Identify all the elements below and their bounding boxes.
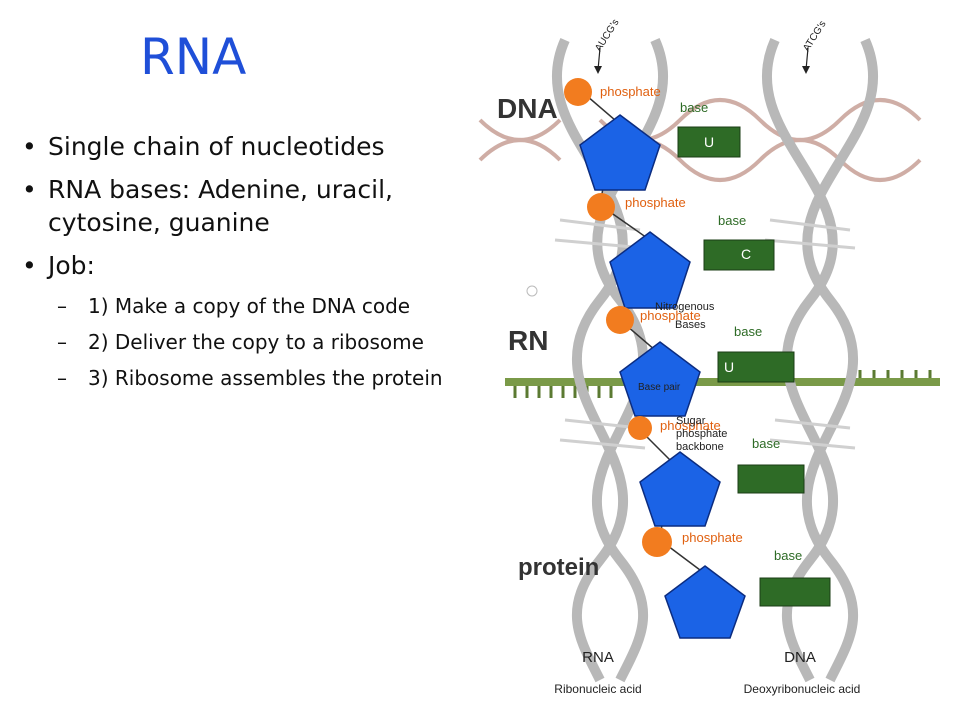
phosphate-icon xyxy=(606,306,634,334)
nucleotide: phosphate base xyxy=(642,527,831,639)
base-label: base xyxy=(734,324,762,339)
sub-bullet-text: 1) Make a copy of the DNA code xyxy=(88,294,411,318)
phosphate-label: phosphate xyxy=(660,418,721,433)
phosphate-icon xyxy=(628,416,652,440)
phosphate-icon xyxy=(564,78,592,106)
bullet-text: RNA bases: Adenine, uracil, cytosine, gu… xyxy=(48,175,393,237)
sub-bullet-text: 3) Ribosome assembles the protein xyxy=(88,366,443,390)
base-letter: U xyxy=(724,359,734,375)
dash-icon: – xyxy=(57,294,67,318)
base-box xyxy=(703,239,775,271)
dash-icon: – xyxy=(57,330,67,354)
sub-bullet-item: –2) Deliver the copy to a ribosome xyxy=(20,328,470,356)
bullet-item: • Single chain of nucleotides xyxy=(20,130,470,163)
ribonucleic-acid-label: Ribonucleic acid xyxy=(554,682,641,696)
protein-side-label: protein xyxy=(518,554,599,581)
phosphate-label: phosphate xyxy=(640,308,701,323)
bullet-dot-icon: • xyxy=(22,175,37,204)
base-box xyxy=(677,126,741,158)
base-label: base xyxy=(718,213,746,228)
deoxyribonucleic-acid-label: Deoxyribonucleic acid xyxy=(744,682,861,696)
bullet-text: Single chain of nucleotides xyxy=(48,132,385,161)
base-pair-label: Base pair xyxy=(638,382,681,393)
backbone-label: backbone xyxy=(676,441,724,453)
sugar-pentagon-icon xyxy=(609,231,691,309)
phosphate-icon xyxy=(642,527,672,557)
phosphate-label: phosphate xyxy=(682,530,743,545)
bullet-dot-icon: • xyxy=(22,132,37,161)
sub-bullet-text: 2) Deliver the copy to a ribosome xyxy=(88,330,424,354)
bullet-dot-icon: • xyxy=(22,251,37,280)
bases-word-label: Bases xyxy=(675,319,706,331)
sugar-pentagon-icon xyxy=(579,114,661,191)
atcg-label: ATCG's xyxy=(801,19,828,54)
dna-caption: DNA xyxy=(784,649,816,666)
base-box xyxy=(737,464,805,494)
aucg-label: AUCG's xyxy=(593,17,621,53)
bullet-item: • Job: xyxy=(20,249,470,282)
base-letter: C xyxy=(741,246,751,262)
phosphate-label: phosphate xyxy=(625,195,686,210)
bullet-text: Job: xyxy=(48,251,95,280)
nitrogenous-label: Nitrogenous xyxy=(655,301,715,313)
sugar-label: Sugar xyxy=(676,415,706,427)
sub-bullet-item: –3) Ribosome assembles the protein xyxy=(20,364,470,392)
base-letter: U xyxy=(704,134,714,150)
phosphate-icon xyxy=(587,193,615,221)
base-label: base xyxy=(752,436,780,451)
top-labels: AUCG's ATCG's xyxy=(593,17,829,74)
nucleotide: phosphate Sugar phosphate backbone base xyxy=(628,415,805,527)
dash-icon: – xyxy=(57,366,67,390)
base-label: base xyxy=(680,100,708,115)
bullet-item: • RNA bases: Adenine, uracil, cytosine, g… xyxy=(20,173,470,239)
sub-bullet-item: –1) Make a copy of the DNA code xyxy=(20,292,470,320)
phosphate-label: phosphate xyxy=(600,84,661,99)
phosphate-backbone-label: phosphate xyxy=(676,428,727,440)
nucleotide: phosphate Nitrogenous Bases base U Base … xyxy=(606,301,795,417)
base-label: base xyxy=(774,548,802,563)
base-box xyxy=(759,577,831,607)
rna-caption: RNA xyxy=(582,649,614,666)
rna-side-label: RN xyxy=(508,325,548,356)
nucleotide: phosphate base U xyxy=(564,78,741,191)
dna-side-label: DNA xyxy=(497,93,558,124)
slide-title: RNA xyxy=(140,28,247,86)
sugar-pentagon-icon xyxy=(619,341,701,417)
helix-rungs xyxy=(554,218,856,450)
bullet-list: • Single chain of nucleotides • RNA bases:… xyxy=(20,130,470,400)
base-box xyxy=(717,351,795,383)
sugar-pentagon-icon xyxy=(639,451,721,527)
sugar-pentagon-icon xyxy=(664,565,746,639)
small-circle-icon xyxy=(526,285,538,297)
nucleotide: phosphate base C xyxy=(587,193,775,309)
